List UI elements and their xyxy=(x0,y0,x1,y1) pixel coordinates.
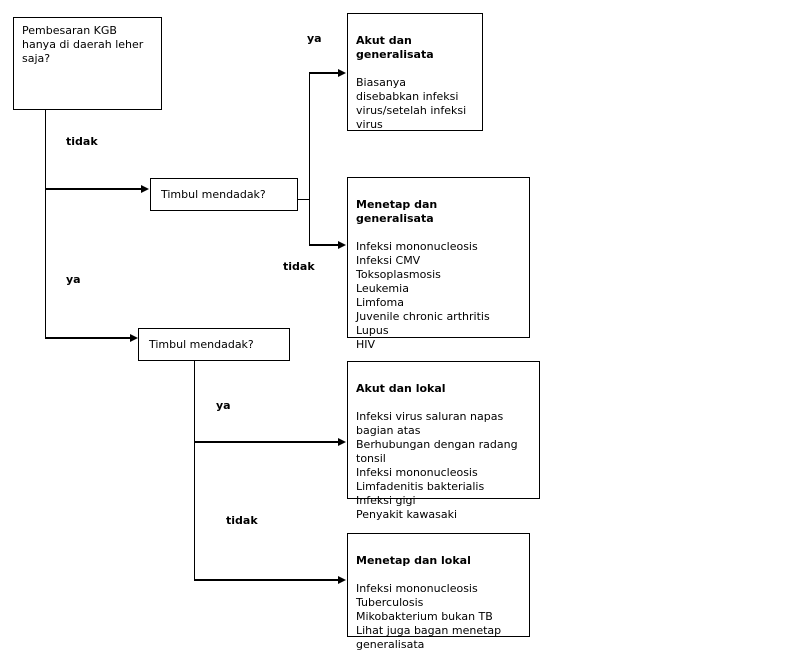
decision-box-top-label: Timbul mendadak? xyxy=(161,187,266,201)
outcome-item: Infeksi gigi xyxy=(356,494,416,507)
arrow-line-tidak-to-menetap-lokal xyxy=(194,579,338,581)
arrow-line-tidak-to-menetap-generalisata xyxy=(309,244,338,246)
outcome-item: Juvenile chronic arthritis xyxy=(356,310,490,323)
outcome-item: Limfoma xyxy=(356,296,404,309)
outcome-item: Infeksi mononucleosis xyxy=(356,582,478,595)
outcome-item: Tuberculosis xyxy=(356,596,424,609)
arrowhead-icon xyxy=(338,241,346,249)
outcome-items: Biasanya disebabkan infeksi virus/setela… xyxy=(356,76,474,132)
outcome-item: Penyakit kawasaki xyxy=(356,508,458,521)
outcome-item: Toksoplasmosis xyxy=(356,268,441,281)
root-question-box: Pembesaran KGB hanya di daerah leher saj… xyxy=(13,17,162,110)
arrow-line-root-to-decision-top xyxy=(45,188,141,190)
outcome-item: Infeksi virus saluran napas bagian atas xyxy=(356,410,504,437)
branch-label-top-tidak: tidak xyxy=(283,260,315,273)
outcome-box-menetap-generalisata: Menetap dan generalisata Infeksi mononuc… xyxy=(347,177,530,351)
branch-label-bottom-ya: ya xyxy=(216,399,231,412)
branch-label-root-tidak: tidak xyxy=(66,135,98,148)
root-stem-line xyxy=(45,110,46,338)
outcome-item: Limfadenitis bakterialis xyxy=(356,480,485,493)
branch-label-top-ya: ya xyxy=(307,32,322,45)
outcome-item: Infeksi mononucleosis xyxy=(356,466,478,479)
outcome-title: Akut dan lokal xyxy=(356,382,446,395)
outcome-item: Lihat juga bagan menetap generalisata xyxy=(356,624,502,651)
outcome-item: HIV xyxy=(356,338,376,351)
decision-top-out-line xyxy=(298,199,310,200)
arrow-line-ya-to-akut-generalisata xyxy=(309,72,338,74)
arrowhead-icon xyxy=(338,438,346,446)
arrowhead-icon xyxy=(338,576,346,584)
outcome-item: Mikobakterium bukan TB xyxy=(356,610,493,623)
outcome-title: Akut dan generalisata xyxy=(356,34,434,61)
arrow-line-ya-to-akut-lokal xyxy=(194,441,338,443)
decision-box-bottom: Timbul mendadak? xyxy=(138,328,290,361)
outcome-item: Biasanya disebabkan infeksi virus/setela… xyxy=(356,76,467,131)
outcome-title: Menetap dan lokal xyxy=(356,554,471,567)
branch-label-root-ya: ya xyxy=(66,273,81,286)
decision-top-branch-line xyxy=(309,73,310,245)
arrowhead-icon xyxy=(141,185,149,193)
branch-label-bottom-tidak: tidak xyxy=(226,514,258,527)
outcome-item: Leukemia xyxy=(356,282,409,295)
outcome-item: Infeksi CMV xyxy=(356,254,421,267)
outcome-box-akut-lokal: Akut dan lokal Infeksi virus saluran nap… xyxy=(347,361,540,521)
outcome-title: Menetap dan generalisata xyxy=(356,198,438,225)
outcome-box-akut-generalisata: Akut dan generalisata Biasanya disebabka… xyxy=(347,13,483,131)
arrow-line-root-to-decision-bottom xyxy=(45,337,130,339)
decision-bottom-stem-line xyxy=(194,361,195,580)
decision-box-bottom-label: Timbul mendadak? xyxy=(149,337,254,351)
arrowhead-icon xyxy=(130,334,138,342)
outcome-item: Infeksi mononucleosis xyxy=(356,240,478,253)
outcome-item: Berhubungan dengan radang tonsil xyxy=(356,438,518,465)
outcome-item: Lupus xyxy=(356,324,389,337)
decision-box-top: Timbul mendadak? xyxy=(150,178,298,211)
arrowhead-icon xyxy=(338,69,346,77)
